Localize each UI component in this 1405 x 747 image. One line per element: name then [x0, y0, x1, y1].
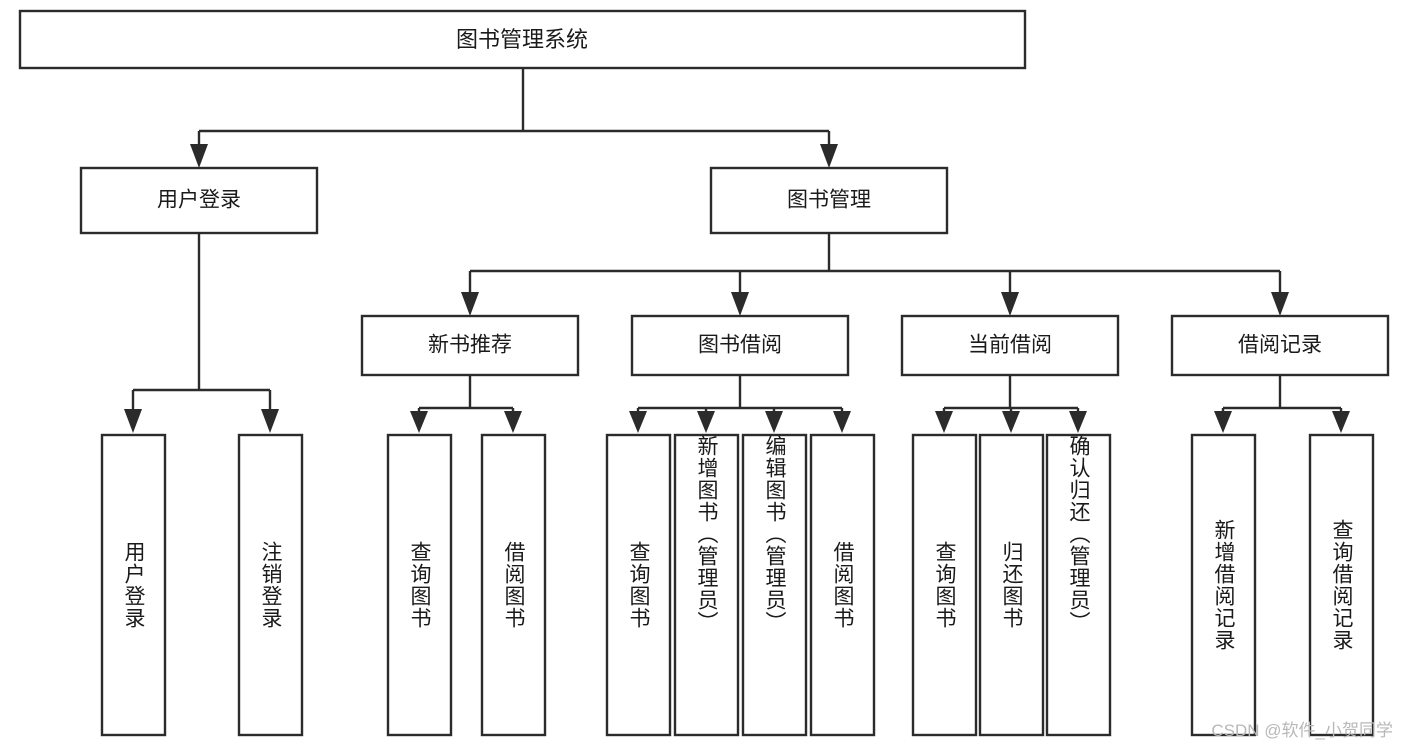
node-book-borrow-label: 图书借阅 [698, 334, 782, 357]
node-book-management-box[interactable] [709, 166, 949, 235]
arrow-head-bb-leaf-4 [833, 411, 851, 433]
node-borrow-record-label: 借阅记录 [1238, 334, 1322, 357]
node-book-borrow[interactable]: 图书借阅 [630, 314, 850, 377]
node-book-management-label: 图书管理 [787, 189, 871, 212]
arrow-head-br-leaf-1 [1214, 411, 1232, 433]
leaf-box-current-borrow-1[interactable] [911, 433, 978, 737]
node-root-system[interactable]: 图书管理系统 [18, 9, 1027, 70]
arrow-head-cb-leaf-1 [935, 411, 953, 433]
leaf-box-book-borrow-4[interactable] [809, 433, 876, 737]
leaf-box-borrow-record-2[interactable] [1308, 433, 1375, 737]
leaf-box-user-login-1[interactable] [100, 433, 167, 737]
leaf-box-new-book-2[interactable] [480, 433, 547, 737]
arrow-head-cb-leaf-2 [1002, 411, 1020, 433]
leaf-boxes-book-borrow [605, 433, 876, 737]
arrow-head-bb-leaf-1 [629, 411, 647, 433]
leaf-box-current-borrow-3[interactable] [1045, 433, 1112, 737]
leaf-box-borrow-record-1[interactable] [1190, 433, 1257, 737]
node-new-book-recommend-box[interactable] [360, 314, 580, 377]
leaf-boxes-borrow-record [1190, 433, 1375, 737]
leaf-box-user-login-2[interactable] [237, 433, 304, 737]
connector-group-new-book-to-leaves [410, 375, 522, 433]
arrow-head-book-borrow [731, 292, 749, 316]
arrow-head-current-borrow [1001, 292, 1019, 316]
leaf-box-current-borrow-2[interactable] [978, 433, 1045, 737]
leaf-box-new-book-1[interactable] [386, 433, 453, 737]
connector-group-book-mgmt-to-level3 [461, 233, 1289, 316]
node-borrow-record[interactable]: 借阅记录 [1170, 314, 1390, 377]
csdn-watermark: CSDN @软件_小贺同学 [1211, 721, 1393, 740]
leaf-box-book-borrow-3[interactable] [741, 433, 808, 737]
arrow-head-br-leaf-2 [1332, 411, 1350, 433]
connector-group-borrow-record-to-leaves [1214, 375, 1350, 433]
leaf-box-book-borrow-1[interactable] [605, 433, 672, 737]
connector-group-book-borrow-to-leaves [629, 375, 851, 433]
node-book-borrow-box[interactable] [630, 314, 850, 377]
connector-group-current-borrow-to-leaves [935, 375, 1087, 433]
node-current-borrow[interactable]: 当前借阅 [900, 314, 1120, 377]
node-user-login-label: 用户登录 [157, 189, 241, 212]
arrow-head-ul-leaf-2 [261, 409, 279, 433]
node-user-login[interactable]: 用户登录 [79, 166, 319, 235]
node-root-system-label: 图书管理系统 [456, 27, 588, 52]
node-current-borrow-box[interactable] [900, 314, 1120, 377]
connector-group-user-login-to-leaves [124, 233, 279, 433]
leaf-boxes-new-book-recommend [386, 433, 547, 737]
connector-group-root-to-level2 [190, 68, 838, 168]
node-current-borrow-label: 当前借阅 [968, 334, 1052, 357]
arrow-head-bb-leaf-3 [765, 411, 783, 433]
arrow-head-book-mgmt [820, 144, 838, 168]
node-user-login-box[interactable] [79, 166, 319, 235]
leaf-boxes-user-login [100, 433, 304, 737]
arrow-head-borrow-record [1271, 292, 1289, 316]
arrow-head-nb-leaf-1 [410, 411, 428, 433]
arrow-head-nb-leaf-2 [504, 411, 522, 433]
leaf-box-book-borrow-2[interactable] [673, 433, 740, 737]
node-root-system-box[interactable] [18, 9, 1027, 70]
node-book-management[interactable]: 图书管理 [709, 166, 949, 235]
leaf-boxes-current-borrow [911, 433, 1112, 737]
node-borrow-record-box[interactable] [1170, 314, 1390, 377]
arrow-head-ul-leaf-1 [124, 409, 142, 433]
arrow-head-bb-leaf-2 [697, 411, 715, 433]
node-new-book-recommend-label: 新书推荐 [428, 334, 512, 357]
arrow-head-new-book [461, 292, 479, 316]
node-new-book-recommend[interactable]: 新书推荐 [360, 314, 580, 377]
arrow-head-user-login [190, 144, 208, 168]
arrow-head-cb-leaf-3 [1069, 411, 1087, 433]
